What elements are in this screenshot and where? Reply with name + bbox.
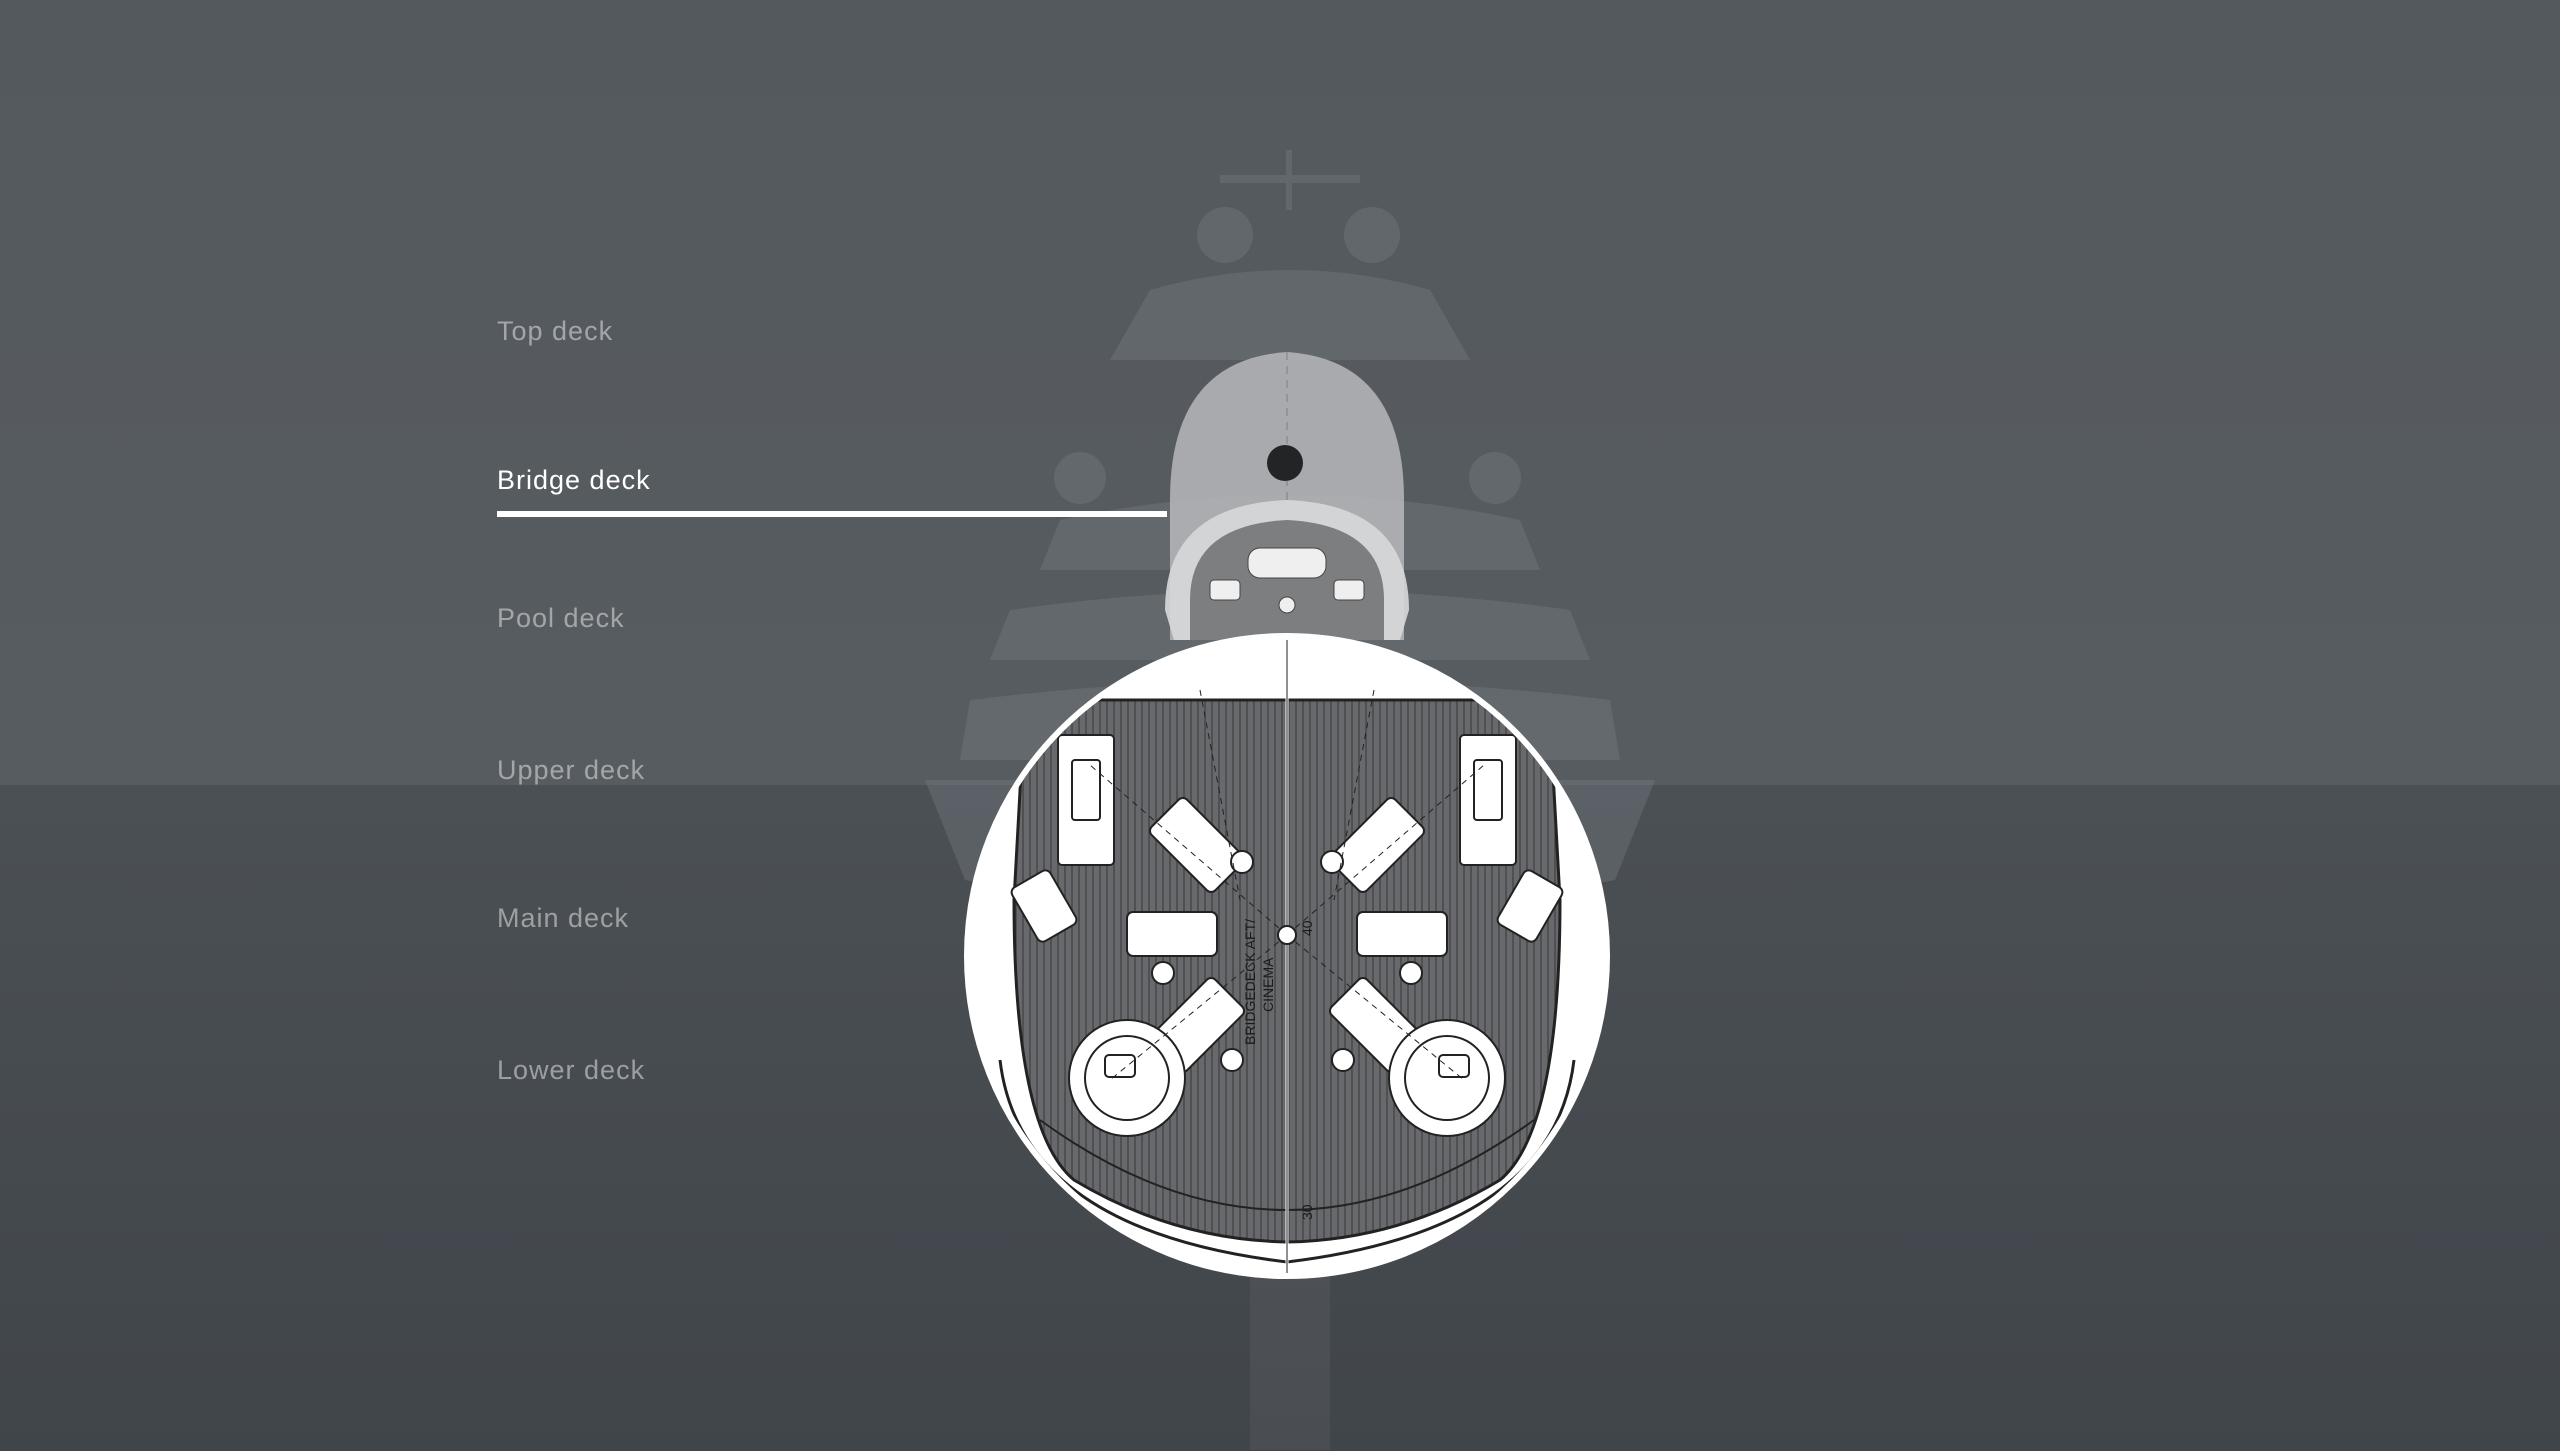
plan-room-label: BRIDGEDECK AFT/ bbox=[1242, 919, 1258, 1045]
bow-outline bbox=[1165, 352, 1409, 640]
deck-tab-bridge[interactable]: Bridge deck bbox=[497, 465, 651, 495]
plan-room-label-2: CINEMA bbox=[1260, 957, 1276, 1012]
frame-number-upper: 40 bbox=[1299, 920, 1315, 936]
frame-number-lower: 30 bbox=[1299, 1204, 1315, 1220]
deck-tab-top[interactable]: Top deck bbox=[497, 316, 614, 346]
deck-tab-lower[interactable]: Lower deck bbox=[497, 1055, 646, 1085]
active-deck-indicator bbox=[497, 511, 1167, 517]
deck-tab-pool[interactable]: Pool deck bbox=[497, 603, 625, 633]
deck-tab-upper[interactable]: Upper deck bbox=[497, 755, 646, 785]
position-marker bbox=[1267, 445, 1303, 481]
deck-tab-main[interactable]: Main deck bbox=[497, 903, 630, 933]
magnified-deck-detail: BRIDGEDECK AFT/ CINEMA 40 30 bbox=[964, 633, 1610, 1279]
